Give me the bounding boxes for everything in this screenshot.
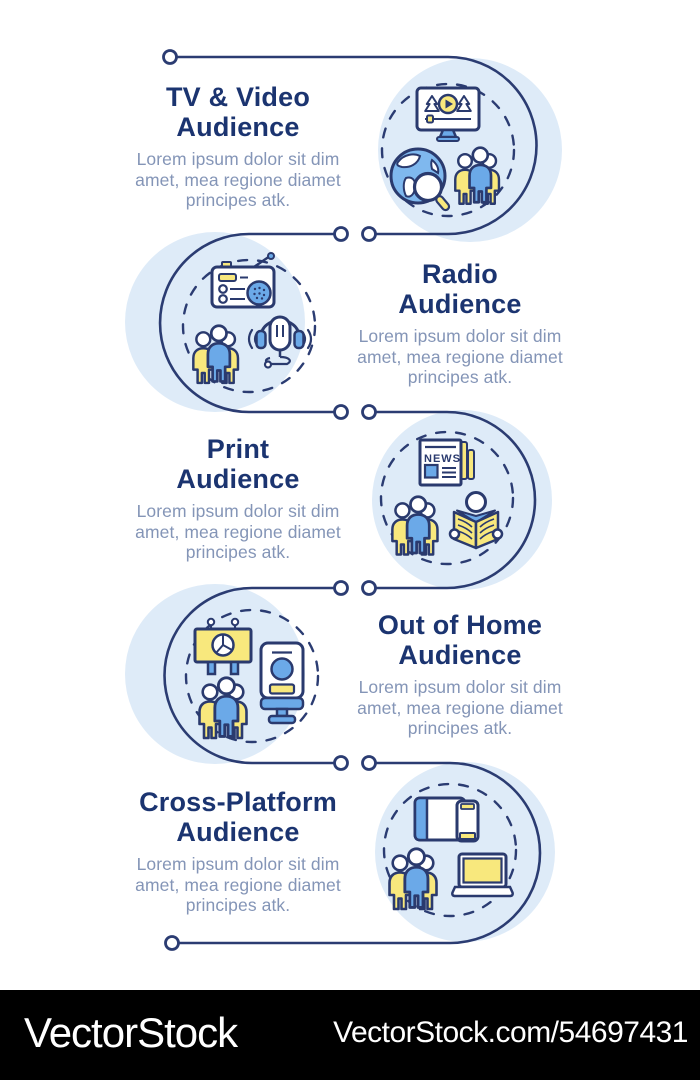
brand-url: VectorStock.com/54697431 bbox=[333, 1016, 688, 1049]
connector-node bbox=[361, 755, 377, 771]
connector-node bbox=[333, 755, 349, 771]
dashed-circles bbox=[181, 82, 518, 918]
brand-logo: VectorStock bbox=[24, 1009, 238, 1056]
connector-nodes bbox=[162, 49, 377, 951]
globe-search-icon bbox=[389, 147, 451, 212]
connector-node bbox=[333, 580, 349, 596]
connector-node bbox=[333, 226, 349, 242]
newspaper-icon: NEWS bbox=[418, 438, 475, 487]
reading-person-icon bbox=[448, 491, 504, 550]
tv-video-icon bbox=[415, 86, 481, 142]
connector-node bbox=[361, 404, 377, 420]
section-body: Lorem ipsum dolor sit dim amet, mea regi… bbox=[135, 149, 341, 210]
dashed-circle bbox=[181, 258, 317, 394]
section-body: Lorem ipsum dolor sit dim amet, mea regi… bbox=[357, 326, 563, 387]
dashed-circle bbox=[380, 82, 516, 218]
people-group-icon bbox=[193, 326, 238, 383]
dashed-circle bbox=[184, 608, 320, 744]
radio-icon bbox=[210, 252, 276, 309]
connector-node bbox=[333, 404, 349, 420]
connector-node bbox=[361, 226, 377, 242]
connector-node bbox=[164, 935, 180, 951]
people-group-icon bbox=[455, 148, 499, 204]
podcast-mic-icon bbox=[247, 315, 313, 369]
connector-line bbox=[158, 55, 542, 945]
dashed-circle bbox=[382, 782, 518, 918]
svg-text:NEWS: NEWS bbox=[424, 453, 461, 465]
people-group-icon bbox=[392, 497, 437, 555]
watermark-bar: VectorStock VectorStock.com/54697431 bbox=[0, 990, 700, 1080]
billboard-icon bbox=[193, 617, 253, 676]
people-group-icon bbox=[200, 678, 247, 738]
section-body: Lorem ipsum dolor sit dim amet, mea regi… bbox=[135, 854, 341, 915]
dashed-circle bbox=[379, 430, 515, 566]
tablet-phone-icon bbox=[413, 796, 480, 843]
connector-node bbox=[361, 580, 377, 596]
section-body: Lorem ipsum dolor sit dim amet, mea regi… bbox=[357, 677, 563, 738]
laptop-icon bbox=[451, 852, 514, 898]
connector-node bbox=[162, 49, 178, 65]
section-body: Lorem ipsum dolor sit dim amet, mea regi… bbox=[135, 501, 341, 562]
background-circle bbox=[378, 58, 562, 242]
kiosk-icon bbox=[259, 641, 305, 725]
